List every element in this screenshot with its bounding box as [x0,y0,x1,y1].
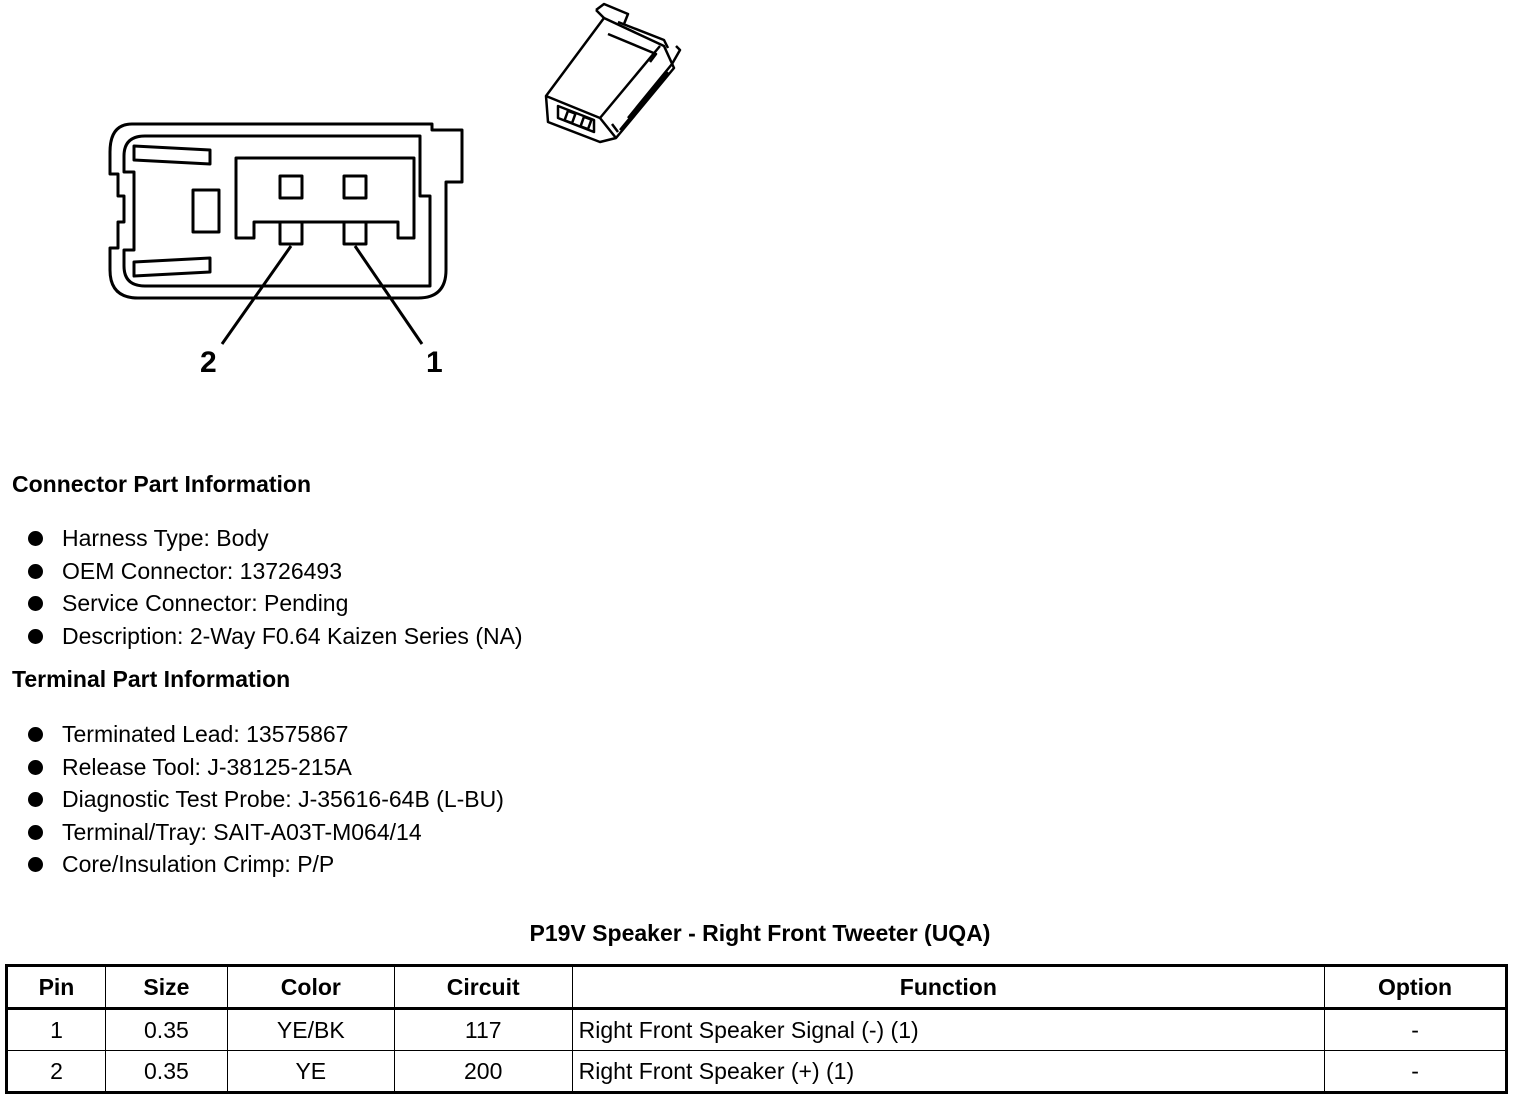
cell-size: 0.35 [104,1008,228,1051]
latch-slot-top [132,144,212,166]
connector-info-heading: Connector Part Information [12,471,312,497]
connector-isometric-illustration [544,2,682,144]
list-item-text: Harness Type: Body [62,525,269,551]
connector-inner-outline [122,134,432,288]
cell-color: YE [226,1050,395,1093]
cavity-block [234,156,416,240]
list-item: Service Connector: Pending [28,587,523,620]
cell-option: - [1324,1008,1507,1051]
pin-2-label: 2 [200,346,217,379]
cell-option: - [1324,1050,1507,1093]
cavity-upper-1 [342,174,368,200]
bullet-icon [28,759,43,775]
column-header-size: Size [104,965,228,1010]
connector-housing-outline [108,122,464,300]
cell-circuit: 200 [393,1050,573,1093]
pin-1-cavity [342,220,368,246]
list-item: Harness Type: Body [28,522,523,555]
pin-1-label: 1 [426,346,443,379]
bullet-icon [28,563,43,579]
bullet-icon [28,857,43,873]
pin-2-cavity [278,220,304,246]
list-item-text: Terminated Lead: 13575867 [62,721,349,747]
column-header-color: Color [226,965,395,1010]
cell-size: 0.35 [104,1050,228,1093]
cell-function: Right Front Speaker Signal (-) (1) [571,1008,1326,1051]
cell-color: YE/BK [226,1008,395,1051]
connector-face-diagram: 2 1 [108,2,682,379]
list-item: Terminated Lead: 13575867 [28,718,504,751]
column-header-circuit: Circuit [393,965,573,1010]
bullet-icon [28,792,43,808]
connector-info-list: Harness Type: Body OEM Connector: 137264… [28,522,523,652]
table-header-row: Pin Size Color Circuit Function Option [6,965,1507,1010]
pinout-table: Pin Size Color Circuit Function Option 1… [5,964,1508,1094]
bullet-icon [28,824,43,840]
column-header-function: Function [571,965,1326,1010]
terminal-info-list: Terminated Lead: 13575867 Release Tool: … [28,718,504,881]
list-item-text: Release Tool: J-38125-215A [62,753,352,780]
cell-pin: 1 [6,1008,106,1051]
list-item: Core/Insulation Crimp: P/P [28,848,504,881]
table-row: 1 0.35 YE/BK 117 Right Front Speaker Sig… [6,1008,1507,1051]
cell-function: Right Front Speaker (+) (1) [571,1050,1326,1093]
latch-slot-bottom [132,256,212,278]
list-item: OEM Connector: 13726493 [28,555,523,588]
connector-key [191,188,221,234]
cavity-upper-2 [278,174,304,200]
list-item: Release Tool: J-38125-215A [28,751,504,784]
list-item-text: Terminal/Tray: SAIT-A03T-M064/14 [62,818,422,845]
bullet-icon [28,531,43,546]
column-header-option: Option [1324,965,1507,1010]
list-item-text: Diagnostic Test Probe: J-35616-64B (L-BU… [62,786,504,813]
list-item-text: Core/Insulation Crimp: P/P [62,851,335,878]
list-item: Terminal/Tray: SAIT-A03T-M064/14 [28,816,504,849]
cell-pin: 2 [6,1050,106,1093]
bullet-icon [28,628,43,644]
bullet-icon [28,596,43,612]
list-item-text: OEM Connector: 13726493 [62,557,343,584]
pin-2-leader [220,245,293,345]
list-item-text: Service Connector: Pending [62,590,349,617]
cell-circuit: 117 [393,1008,573,1051]
table-row: 2 0.35 YE 200 Right Front Speaker (+) (1… [6,1050,1507,1093]
list-item: Description: 2-Way F0.64 Kaizen Series (… [28,620,523,653]
column-header-pin: Pin [6,965,106,1010]
table-title: P19V Speaker - Right Front Tweeter (UQA) [529,920,991,946]
bullet-icon [28,727,43,742]
terminal-info-heading: Terminal Part Information [12,666,291,692]
list-item: Diagnostic Test Probe: J-35616-64B (L-BU… [28,783,504,816]
pin-1-leader [353,245,424,345]
list-item-text: Description: 2-Way F0.64 Kaizen Series (… [62,622,523,649]
